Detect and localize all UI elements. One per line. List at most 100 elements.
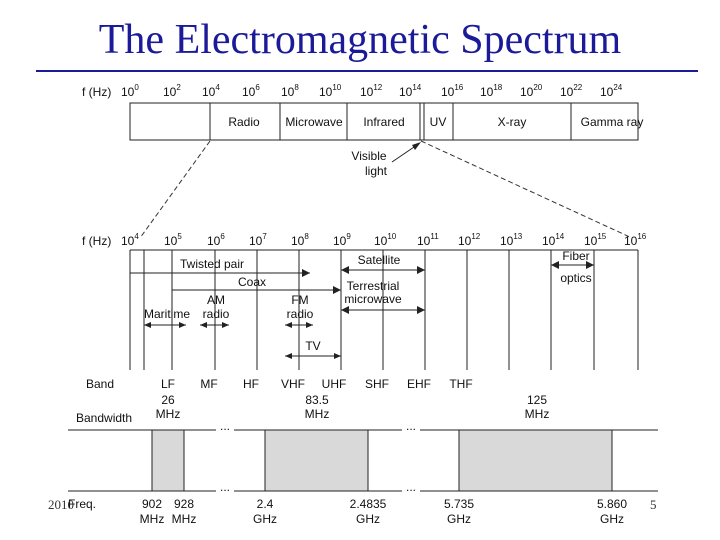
top-tick-labels: 100 102 104 106 108 1010 1012 1014 1016 … bbox=[121, 83, 623, 99]
top-tick-12: 1024 bbox=[600, 83, 623, 99]
bandwidth-value-1: 26 bbox=[161, 393, 175, 407]
am-radio-label: radio bbox=[203, 307, 230, 321]
band-shf: SHF bbox=[365, 377, 389, 391]
band-label: Band bbox=[86, 377, 114, 391]
freq-label: Freq. bbox=[68, 497, 96, 511]
mid-axis-ticks bbox=[129, 250, 639, 370]
mid-tick-5: 109 bbox=[333, 232, 351, 248]
break-dots-3: ... bbox=[220, 480, 230, 494]
ism-baseline bbox=[68, 429, 658, 492]
top-tick-9: 1018 bbox=[480, 83, 503, 99]
page-title: The Electromagnetic Spectrum bbox=[98, 17, 622, 63]
band-hf: HF bbox=[243, 377, 259, 391]
region-radio: Radio bbox=[228, 115, 260, 129]
fm-radio-label: radio bbox=[287, 307, 314, 321]
mid-tick-1: 105 bbox=[164, 232, 182, 248]
coax-label: Coax bbox=[238, 275, 266, 289]
bandwidth-unit-1: MHz bbox=[156, 407, 181, 421]
terrestrial-arrowhead bbox=[417, 306, 425, 314]
title-underline bbox=[36, 70, 698, 72]
fiber-arrowhead bbox=[586, 261, 594, 269]
region-gamma-ray: Gamma ray bbox=[581, 115, 644, 129]
fiber-label: Fiber bbox=[562, 249, 589, 263]
footer-year: 2010 bbox=[48, 497, 74, 512]
mid-tick-12: 1016 bbox=[624, 232, 647, 248]
mid-tick-7: 1011 bbox=[417, 232, 439, 248]
tv-arrowhead bbox=[334, 353, 341, 359]
mid-tick-6: 1010 bbox=[374, 232, 397, 248]
terrestrial-label: Terrestrial bbox=[347, 279, 400, 293]
ism-band-900 bbox=[151, 429, 185, 492]
top-tick-10: 1020 bbox=[520, 83, 543, 99]
break-dots: ... ... ... ... bbox=[220, 419, 416, 494]
terrestrial-label: microwave bbox=[344, 292, 402, 306]
satellite-label: Satellite bbox=[358, 253, 401, 267]
maritime-label: Maritime bbox=[144, 307, 190, 321]
tv-label: TV bbox=[305, 339, 320, 353]
freq-value: 2.4 bbox=[257, 497, 274, 511]
region-uv: UV bbox=[430, 115, 447, 129]
mid-tick-10: 1014 bbox=[542, 232, 565, 248]
twisted-pair-arrowhead bbox=[302, 269, 310, 277]
freq-value: 5.735 bbox=[444, 497, 474, 511]
slide-number: 5 bbox=[650, 497, 657, 512]
coax-arrowhead bbox=[333, 286, 341, 294]
top-tick-5: 1010 bbox=[319, 83, 342, 99]
top-tick-3: 106 bbox=[242, 83, 260, 99]
zoom-line-right bbox=[420, 140, 633, 239]
top-tick-4: 108 bbox=[281, 83, 299, 99]
mid-tick-11: 1015 bbox=[584, 232, 607, 248]
top-tick-2: 104 bbox=[202, 83, 220, 99]
freq-unit: GHz bbox=[447, 512, 471, 526]
freq-values: 902 MHz 928 MHz 2.4 GHz 2.4835 GHz 5.735… bbox=[140, 497, 628, 526]
satellite-arrowhead bbox=[417, 266, 425, 274]
visible-light-label: Visible bbox=[351, 149, 386, 163]
bandwidth-value-2: 83.5 bbox=[305, 393, 329, 407]
band-vhf: VHF bbox=[281, 377, 305, 391]
satellite-arrowhead bbox=[341, 266, 349, 274]
region-infrared: Infrared bbox=[363, 115, 404, 129]
bandwidth-unit-3: MHz bbox=[525, 407, 550, 421]
twisted-pair-label: Twisted pair bbox=[180, 257, 244, 271]
top-scale-label: f (Hz) bbox=[82, 85, 111, 99]
ism-bands bbox=[151, 429, 613, 492]
freq-unit: MHz bbox=[172, 512, 197, 526]
break-dots-1: ... bbox=[220, 419, 230, 433]
visible-light-arrowhead bbox=[412, 142, 421, 150]
freq-unit: GHz bbox=[600, 512, 624, 526]
fm-radio-label: FM bbox=[291, 293, 308, 307]
tv-arrowhead bbox=[285, 353, 292, 359]
band-labels: LF MF HF VHF UHF SHF EHF THF bbox=[161, 377, 473, 391]
top-tick-1: 102 bbox=[163, 83, 181, 99]
visible-light-arrow bbox=[391, 144, 418, 163]
top-tick-7: 1014 bbox=[399, 83, 422, 99]
band-lf: LF bbox=[161, 377, 175, 391]
top-spectrum-bar bbox=[129, 102, 639, 141]
mid-tick-4: 108 bbox=[291, 232, 309, 248]
mid-tick-9: 1013 bbox=[500, 232, 523, 248]
fm-radio-arrowhead bbox=[306, 322, 313, 328]
mid-tick-labels: 104 105 106 107 108 109 1010 1011 1012 1… bbox=[121, 232, 647, 248]
top-tick-6: 1012 bbox=[360, 83, 383, 99]
zoom-line-left bbox=[139, 140, 211, 239]
freq-unit: GHz bbox=[356, 512, 380, 526]
visible-light-label: light bbox=[365, 164, 388, 178]
mid-tick-3: 107 bbox=[249, 232, 267, 248]
freq-value: 5.860 bbox=[597, 497, 627, 511]
mid-scale-label: f (Hz) bbox=[82, 234, 111, 248]
top-tick-8: 1016 bbox=[441, 83, 464, 99]
bandwidth-label: Bandwidth bbox=[76, 411, 132, 425]
freq-unit: MHz bbox=[140, 512, 165, 526]
bandwidth-unit-2: MHz bbox=[305, 407, 330, 421]
band-uhf: UHF bbox=[322, 377, 347, 391]
fiber-label: optics bbox=[560, 271, 591, 285]
am-radio-arrowhead bbox=[200, 322, 207, 328]
break-dots-4: ... bbox=[406, 480, 416, 494]
freq-value: 2.4835 bbox=[350, 497, 387, 511]
region-microwave: Microwave bbox=[285, 115, 343, 129]
band-thf: THF bbox=[449, 377, 472, 391]
mid-tick-0: 104 bbox=[121, 232, 139, 248]
maritime-arrowhead bbox=[179, 322, 186, 328]
mid-tick-2: 106 bbox=[207, 232, 225, 248]
